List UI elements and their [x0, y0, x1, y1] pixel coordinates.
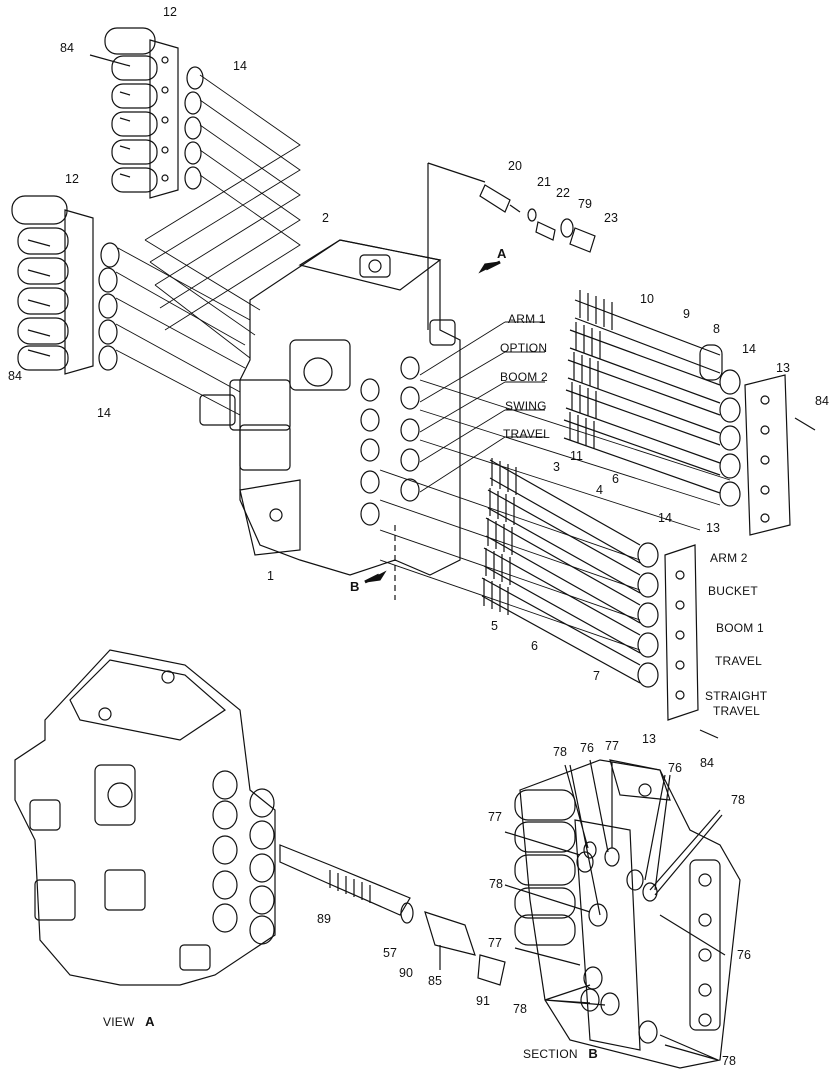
label-78-d: 78: [513, 1002, 527, 1016]
label-14-left: 14: [97, 406, 111, 420]
label-9: 9: [683, 307, 690, 321]
plug-assembly: [427, 162, 596, 330]
arrow-a-letter: A: [497, 246, 507, 261]
section-boom2: BOOM 2: [500, 370, 548, 384]
view-arrows: [364, 260, 501, 584]
label-57: 57: [383, 946, 397, 960]
label-6-top: 6: [612, 472, 619, 486]
section-option: OPTION: [500, 341, 548, 355]
label-23: 23: [604, 211, 618, 225]
label-77-c: 77: [488, 936, 502, 950]
solenoid-stack-left: [11, 195, 120, 375]
section-b-caption: SECTION B: [523, 1047, 598, 1060]
label-84-right: 84: [815, 394, 829, 408]
section-b-drawing: [504, 759, 741, 1069]
label-1: 1: [267, 569, 274, 583]
label-20: 20: [508, 159, 522, 173]
label-78-a: 78: [553, 745, 567, 759]
section-b-word: SECTION: [523, 1047, 578, 1061]
label-77-b: 77: [488, 810, 502, 824]
label-10: 10: [640, 292, 654, 306]
label-84-top: 84: [60, 41, 74, 55]
view-a-drawing: [14, 649, 506, 986]
label-90: 90: [399, 966, 413, 980]
label-14-right: 14: [742, 342, 756, 356]
label-77-a: 77: [605, 739, 619, 753]
label-2: 2: [322, 211, 329, 225]
label-76-c: 76: [737, 948, 751, 962]
label-76-a: 76: [580, 741, 594, 755]
section-straight-travel: TRAVEL: [713, 704, 760, 718]
label-22: 22: [556, 186, 570, 200]
label-78-e: 78: [722, 1054, 736, 1068]
section-swing: SWING: [505, 399, 547, 413]
label-12-left: 12: [65, 172, 79, 186]
label-89: 89: [317, 912, 331, 926]
label-8: 8: [713, 322, 720, 336]
view-a-word: VIEW: [103, 1015, 135, 1029]
arrow-b-letter: B: [350, 579, 360, 594]
label-3: 3: [553, 460, 560, 474]
section-arm1: ARM 1: [508, 312, 546, 326]
label-7: 7: [593, 669, 600, 683]
main-valve-body: [199, 239, 461, 600]
section-leaders: [379, 321, 731, 651]
section-arm2: ARM 2: [710, 551, 748, 565]
label-79: 79: [578, 197, 592, 211]
view-a-letter: A: [145, 1014, 155, 1029]
label-14-lower: 14: [658, 511, 672, 525]
section-boom1: BOOM 1: [716, 621, 764, 635]
label-11: 11: [570, 449, 583, 463]
label-21: 21: [537, 175, 551, 189]
label-13-top: 13: [776, 361, 790, 375]
spools-upper-right: [563, 290, 816, 536]
label-85: 85: [428, 974, 442, 988]
label-13-bottom: 13: [642, 732, 656, 746]
view-a-caption: VIEW A: [103, 1015, 155, 1028]
section-travel-left: TRAVEL: [503, 427, 550, 441]
label-78-b: 78: [731, 793, 745, 807]
label-5: 5: [491, 619, 498, 633]
spools-lower-right: [481, 458, 719, 739]
label-84-left: 84: [8, 369, 22, 383]
label-91: 91: [476, 994, 490, 1008]
label-76-b: 76: [668, 761, 682, 775]
section-bucket: BUCKET: [708, 584, 758, 598]
projection-lines: [115, 74, 301, 416]
label-12-top: 12: [163, 5, 177, 19]
label-4: 4: [596, 483, 603, 497]
label-84-bottom: 84: [700, 756, 714, 770]
section-b-letter: B: [588, 1046, 598, 1061]
label-13-mid: 13: [706, 521, 720, 535]
section-travel-right: TRAVEL: [715, 654, 762, 668]
solenoid-stack-top: [89, 27, 204, 199]
label-6-bottom: 6: [531, 639, 538, 653]
label-78-c: 78: [489, 877, 503, 891]
section-straight: STRAIGHT: [705, 689, 768, 703]
label-14-top: 14: [233, 59, 247, 73]
